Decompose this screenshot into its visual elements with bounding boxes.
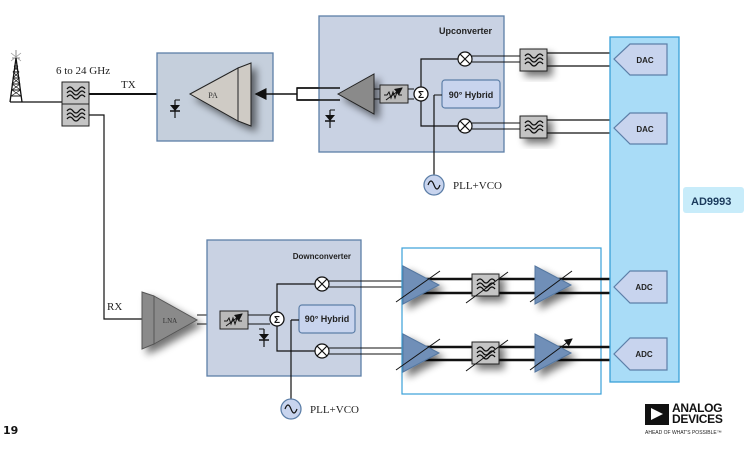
adc-i-block: [613, 270, 668, 304]
adc-q-label: ADC: [635, 350, 653, 359]
page-number: 19: [3, 424, 19, 437]
rx-line: [89, 114, 150, 320]
ad9993-label: AD9993: [691, 196, 731, 208]
upconverter-mixer-i-icon: [457, 51, 473, 67]
antenna-icon: [9, 50, 23, 103]
dac-q-label: DAC: [636, 125, 654, 134]
ad9993-label-box: [683, 187, 744, 213]
logo-line-1: ANALOG: [672, 401, 723, 415]
downconverter-mixer-q-icon: [314, 343, 330, 359]
upconverter-hybrid-box: [441, 79, 501, 109]
dac-q-filter-icon: [519, 115, 548, 139]
downconverter-mixer-i-icon: [314, 276, 330, 292]
if-chain-block: [401, 247, 602, 395]
lna-label: LNA: [163, 317, 177, 325]
rx-diplexer-filter-icon: [61, 103, 90, 127]
rx-label: RX: [107, 301, 122, 313]
pa-amplifier-icon: [188, 62, 252, 127]
analog-devices-logo: ANALOG DEVICES AHEAD OF WHAT'S POSSIBLE™: [645, 402, 744, 442]
downconverter-attenuator-icon: [220, 311, 248, 329]
pa-label: PA: [208, 91, 218, 100]
downconverter-title: Downconverter: [293, 252, 351, 261]
downconverter-hybrid-label: 90° Hybrid: [305, 314, 350, 324]
dac-q-block: [613, 112, 668, 145]
upconverter-attenuator-icon: [380, 85, 408, 103]
tx-diplexer-filter-icon: [61, 81, 90, 105]
upconverter-pll-label: PLL+VCO: [453, 180, 502, 192]
upconverter-driver-amp-icon: [336, 73, 375, 115]
upconverter-sum-symbol: Σ: [418, 90, 424, 101]
downconverter-pll-label: PLL+VCO: [310, 404, 359, 416]
ad9993-chip: [609, 36, 680, 383]
dac-i-label: DAC: [636, 56, 654, 65]
if-tunable-filter-i-icon: [471, 273, 500, 297]
adc-q-block: [613, 337, 668, 371]
upconverter-hybrid-label: 90° Hybrid: [449, 90, 494, 100]
logo-tagline: AHEAD OF WHAT'S POSSIBLE™: [645, 430, 722, 436]
analog-devices-logo-mark-icon: [645, 404, 669, 425]
lna-amplifier-icon: [141, 291, 199, 350]
downconverter-hybrid-box: [298, 304, 356, 334]
upconverter-title: Upconverter: [439, 26, 493, 36]
if-tunable-filter-q-icon: [471, 341, 500, 365]
dac-i-filter-icon: [519, 48, 548, 72]
adc-i-label: ADC: [635, 283, 653, 292]
tx-label: TX: [121, 79, 136, 91]
upconverter-mixer-q-icon: [457, 118, 473, 134]
dac-i-block: [613, 43, 668, 76]
downconverter-sum-symbol: Σ: [274, 315, 280, 326]
logo-line-2: DEVICES: [672, 412, 723, 426]
freq-label: 6 to 24 GHz: [56, 65, 110, 77]
